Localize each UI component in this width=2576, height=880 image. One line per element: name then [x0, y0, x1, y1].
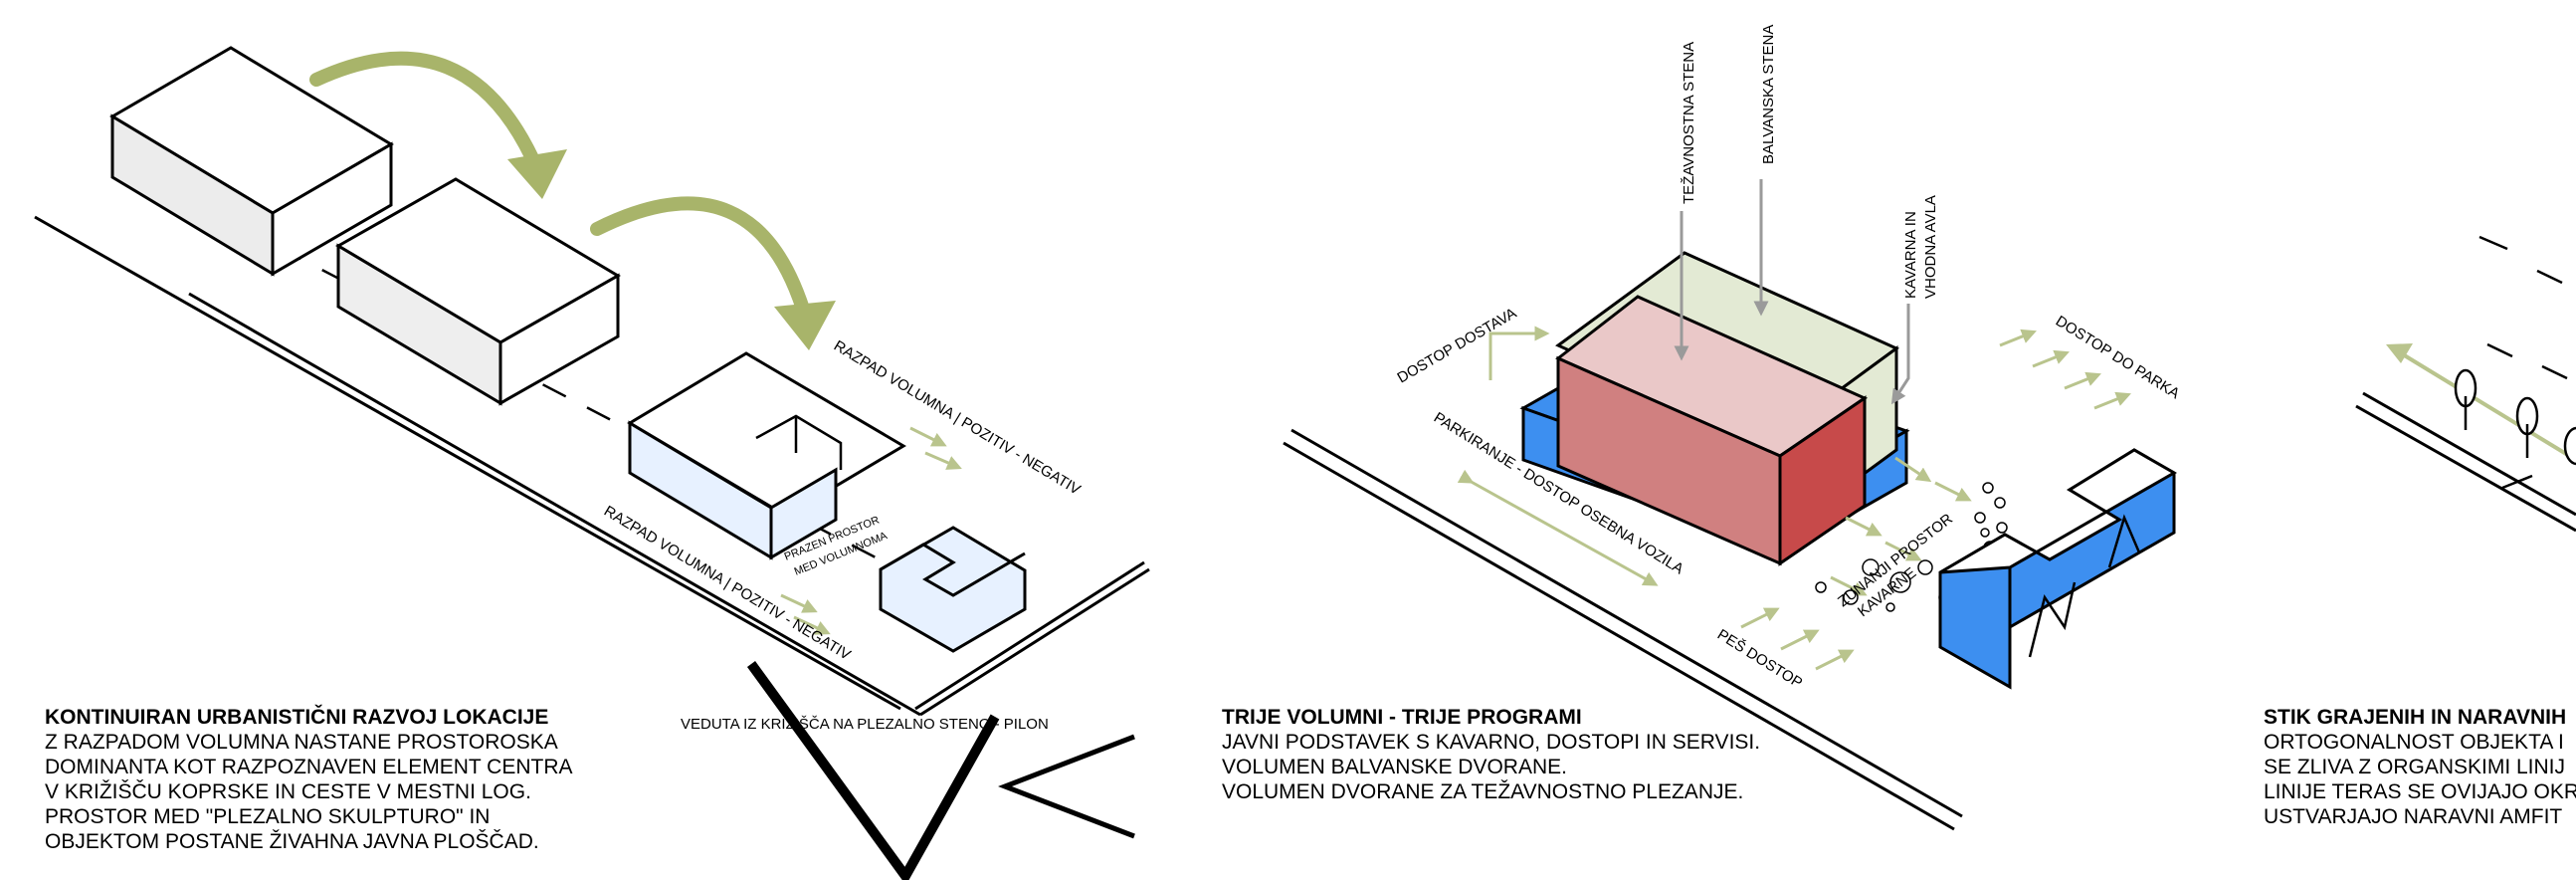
caption-title: TRIJE VOLUMNI - TRIJE PROGRAMI: [1222, 706, 1582, 729]
green-small-arrows-2: [780, 593, 831, 635]
lead-climbing-volume: [1555, 295, 1869, 566]
volume-box-1: [109, 46, 394, 277]
grey-arrows: [1674, 179, 1910, 405]
road-line-panel3-1: [2362, 391, 2576, 517]
road-line-panel3-2: [2355, 404, 2576, 533]
tree-icons: [2454, 368, 2576, 466]
road-line-left-outer: [34, 215, 901, 711]
parking-double-arrow: [1457, 469, 1659, 586]
green-curve-arrow-2-head: [774, 301, 836, 350]
caption-panel-3: STIK GRAJENIH IN NARAVNIH ORTOGONALNOST …: [2264, 705, 2576, 829]
volume-box-2: [335, 177, 621, 406]
road-line-panel2-1: [1290, 428, 1963, 818]
caption-panel-2: TRIJE VOLUMNI - TRIJE PROGRAMI JAVNI POD…: [1222, 705, 1859, 804]
road-line-right-2: [919, 567, 1150, 717]
caption-line: OBJEKTOM POSTANE ŽIVAHNA JAVNA PLOŠČAD.: [45, 830, 539, 853]
volume-box-4-pilon: [879, 526, 1027, 653]
caption-line: V KRIŽIŠČU KOPRSKE IN CESTE V MESTNI LOG…: [45, 780, 531, 803]
label-boulder-wall: BALVANSKA STENA: [1760, 25, 1777, 164]
label-cafe-2: VHODNA AVLA: [1922, 195, 1939, 299]
green-curve-arrow-1: [309, 51, 544, 176]
caption-title: STIK GRAJENIH IN NARAVNIH: [2264, 706, 2567, 729]
caption-title: KONTINUIRAN URBANISTIČNI RAZVOJ LOKACIJE: [45, 706, 549, 729]
caption-line: VOLUMEN DVORANE ZA TEŽAVNOSTNO PLEZANJE.: [1222, 780, 1744, 803]
green-small-arrows-1: [909, 426, 962, 470]
label-park-access: DOSTOP DO PARKA: [2053, 313, 2183, 402]
green-guide-line: [2391, 346, 2576, 462]
label-decomposition-top: RAZPAD VOLUMNA | POZITIV - NEGATIV: [831, 337, 1084, 499]
view-arrow-shape: [746, 661, 1000, 880]
label-delivery: DOSTOP DOSTAVA: [1395, 305, 1520, 386]
caption-line: JAVNI PODSTAVEK S KAVARNO, DOSTOPI IN SE…: [1222, 731, 1761, 754]
caption-panel-1: KONTINUIRAN URBANISTIČNI RAZVOJ LOKACIJE…: [45, 705, 662, 854]
caption-line: ORTOGONALNOST OBJEKTA I: [2264, 731, 2564, 754]
caption-line: DOMINANTA KOT RAZPOZNAVEN ELEMENT CENTRA: [45, 756, 573, 778]
road-line-right-1: [914, 560, 1145, 711]
road-line-panel2-2: [1283, 441, 1955, 831]
dash-lines-panel3: [2478, 235, 2568, 490]
label-view-crossing: VEDUTA IZ KRIŽIŠČA NA PLEZALNO STENO - P…: [681, 716, 1049, 733]
panel-3-built-natural: [2355, 235, 2576, 533]
caption-line: USTVARJAJO NARAVNI AMFIT: [2264, 805, 2563, 828]
caption-line: Z RAZPADOM VOLUMNA NASTANE PROSTOROSKA: [45, 731, 558, 754]
delivery-arrow: [1488, 326, 1550, 380]
outdoor-arrows: [1830, 456, 1972, 596]
climbing-pilon: [1938, 448, 2178, 690]
green-curve-arrow-2: [590, 196, 813, 326]
caption-line: VOLUMEN BALVANSKE DVORANE.: [1222, 756, 1567, 778]
view-chevron: [998, 734, 1135, 839]
volume-box-3: [627, 351, 906, 560]
road-line-left-inner: [188, 292, 921, 717]
green-curve-arrow-1-head: [507, 149, 567, 199]
park-access-arrows: [1999, 329, 2131, 410]
label-cafe-1: KAVARNA IN: [1902, 211, 1919, 299]
pedestrian-arrows: [1740, 607, 1855, 671]
green-guide-arrowhead: [2386, 343, 2413, 363]
caption-line: PROSTOR MED "PLEZALNO SKULPTURO" IN: [45, 805, 491, 828]
caption-line: SE ZLIVA Z ORGANSKIMI LINIJ: [2264, 756, 2566, 778]
label-lead-wall: TEŽAVNOSTNA STENA: [1681, 42, 1697, 204]
caption-line: LINIJE TERAS SE OVIJAJO OKR: [2264, 780, 2576, 803]
